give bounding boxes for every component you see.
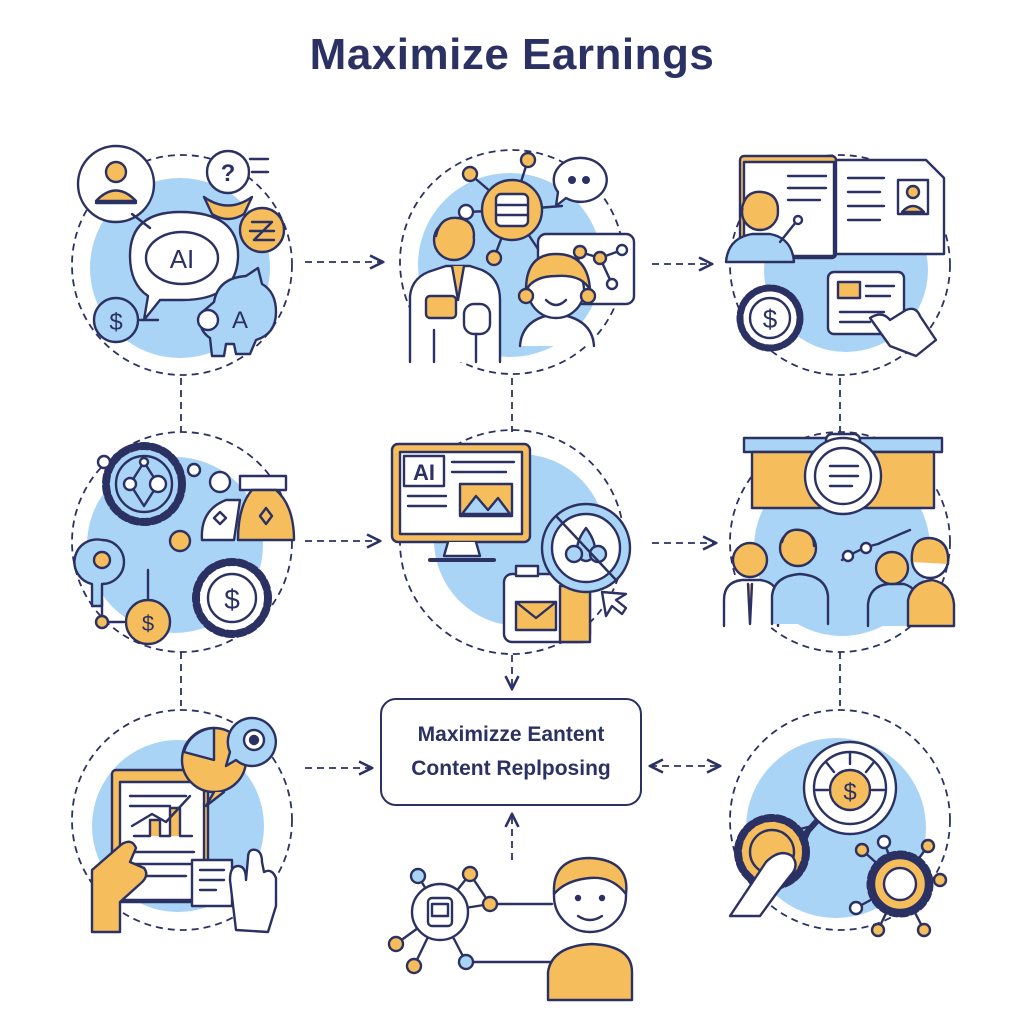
pointing-hand-icon (228, 848, 278, 934)
presenter-icon (724, 190, 804, 264)
node-team-network (408, 151, 636, 364)
piggy-bank-icon: A (196, 266, 278, 358)
magnifier-dollar-icon: $ (794, 740, 898, 845)
svg-text:AI: AI (170, 244, 195, 274)
businessman-icon (408, 216, 502, 364)
dollar-coin-icon: $ (92, 296, 160, 344)
woman-icon (517, 252, 597, 348)
open-book-icon (738, 154, 946, 260)
monitor-ai-icon: AI (390, 442, 532, 562)
touch-screen-icon (826, 270, 938, 358)
svg-text:$: $ (224, 584, 240, 615)
svg-text:$: $ (763, 304, 778, 334)
gear-network-icon (96, 442, 202, 526)
mail-icon (514, 600, 558, 632)
center-box: Maximizze Eantent Content Replposing (380, 698, 642, 806)
banner-icon (742, 432, 944, 516)
node-team-meeting (722, 432, 956, 628)
person-icon (546, 856, 634, 1002)
circuit-gear-icon (848, 834, 948, 938)
node-person-network (387, 856, 634, 1002)
svg-text:AI: AI (413, 460, 435, 485)
center-box-line-2: Content Replposing (411, 757, 611, 780)
question-icon: ? (202, 149, 270, 221)
currency-coin-icon (238, 206, 286, 254)
target-icon (224, 716, 278, 768)
svg-text:?: ? (221, 160, 236, 187)
svg-text:$: $ (109, 309, 122, 336)
node-analytics (90, 716, 278, 934)
gear-dollar-icon: $ (192, 558, 272, 638)
node-documents: $ (724, 154, 946, 358)
node-ai-monitor: AI (390, 442, 632, 644)
card-icon (190, 858, 234, 908)
node-ai-monetization: ? AI $ A (76, 144, 286, 358)
svg-text:A: A (232, 307, 248, 334)
gear-dollar-icon: $ (736, 284, 804, 352)
diagram-title: Maximize Earnings (309, 30, 715, 79)
circuit-network-icon (387, 865, 554, 975)
magnifier-icon (540, 502, 632, 618)
database-icon (480, 178, 544, 242)
coin-chain-icon: $ (124, 529, 192, 646)
people-group-icon (722, 528, 956, 628)
svg-text:$: $ (843, 779, 856, 806)
hand-icon (90, 840, 148, 934)
user-icon (76, 144, 156, 224)
node-gear-revenue: $ (728, 740, 948, 938)
ai-chat-icon: AI (128, 210, 240, 322)
chat-bubble-icon (552, 156, 608, 208)
svg-text:$: $ (142, 611, 154, 636)
node-settings-assets: $ $ (73, 442, 296, 646)
money-bag-icon (200, 470, 296, 542)
gear-hand-icon (728, 814, 810, 918)
lightbulb-icon (73, 538, 126, 630)
center-box-line-1: Maximizze Eantent (417, 723, 605, 746)
connectors (180, 262, 841, 860)
